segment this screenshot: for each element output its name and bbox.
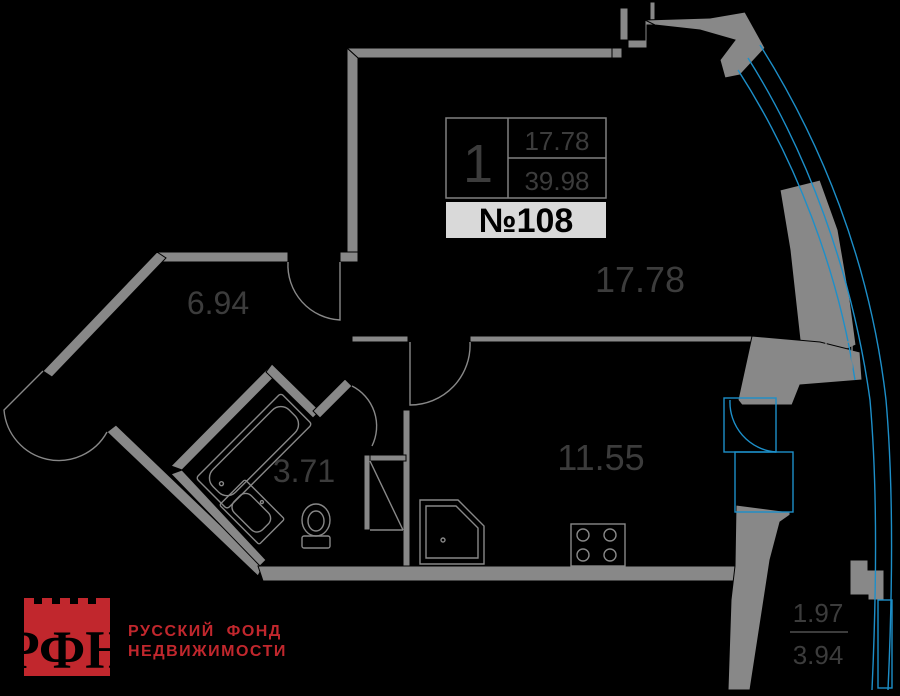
living-door-swing	[287, 261, 341, 321]
window-frame	[723, 397, 777, 453]
company-logo: РФН РУССКИЙ ФОНД НЕДВИЖИМОСТИ	[7, 598, 287, 680]
kitchen-door-swing	[409, 341, 471, 406]
logo-emblem-icon: РФН	[7, 598, 127, 680]
room-labels: 6.94 17.78 3.71 11.55 1.97 3.94	[187, 259, 848, 670]
wall-right-lower	[727, 504, 791, 691]
window-swing	[729, 399, 777, 453]
hall-area: 6.94	[187, 285, 249, 321]
balcony-reduced-area: 3.94	[793, 640, 844, 670]
wall-right-upper	[611, 47, 623, 59]
kitchen-area: 11.55	[557, 437, 644, 478]
wall-door-stub	[339, 251, 359, 263]
bathtub-icon	[196, 393, 312, 509]
summary-rooms-count: 1	[463, 134, 493, 194]
wall-shaft-left	[363, 454, 371, 531]
apartment-number: №108	[479, 202, 574, 240]
wall-kitchen-top	[351, 335, 409, 343]
washbasin-icon	[219, 479, 285, 545]
glazing-inner-2	[737, 69, 856, 381]
wall-kitchen-top-right	[469, 335, 753, 343]
svg-text:РФН: РФН	[7, 620, 127, 680]
wall-bay-frame	[612, 1, 656, 49]
shaft-hatch	[369, 460, 404, 531]
wall-living-left	[346, 46, 359, 263]
bath-door-swing	[351, 385, 378, 447]
doors	[3, 261, 471, 462]
walls	[42, 1, 885, 691]
sink-icon	[419, 499, 485, 565]
wall-bath-upper	[170, 363, 281, 471]
ac-unit-icon	[825, 341, 853, 369]
wall-hall-top	[156, 251, 289, 263]
wall-top	[345, 47, 613, 59]
facade-glazing	[723, 44, 893, 691]
glazing-outer	[759, 44, 893, 691]
apartment-summary: 1 17.78 39.98 №108	[445, 117, 607, 240]
summary-total-area: 39.98	[524, 166, 589, 196]
wall-bottom	[257, 565, 736, 582]
wall-balcony-frame	[737, 335, 863, 406]
bathroom-area: 3.71	[273, 453, 335, 489]
entrance-door-swing	[3, 370, 108, 462]
living-room-area: 17.78	[595, 259, 685, 300]
wall-hall-diagonal	[42, 251, 167, 378]
wall-bath-bottom	[170, 469, 267, 567]
logo-line-1: РУССКИЙ ФОНД	[128, 621, 282, 640]
logo-line-2: НЕДВИЖИМОСТИ	[128, 643, 287, 660]
balcony-lower-glass	[877, 599, 893, 689]
wall-bath-right	[402, 409, 411, 567]
summary-living-area: 17.78	[524, 126, 589, 156]
fixtures	[196, 341, 853, 567]
wall-curve-pillar	[779, 179, 857, 361]
stove-icon	[570, 523, 626, 567]
wall-bay-right	[644, 11, 766, 79]
glazing-inner	[747, 57, 877, 691]
balcony-area: 1.97	[793, 598, 844, 628]
wall-bath-upper-step	[265, 363, 321, 419]
toilet-icon	[301, 503, 331, 549]
